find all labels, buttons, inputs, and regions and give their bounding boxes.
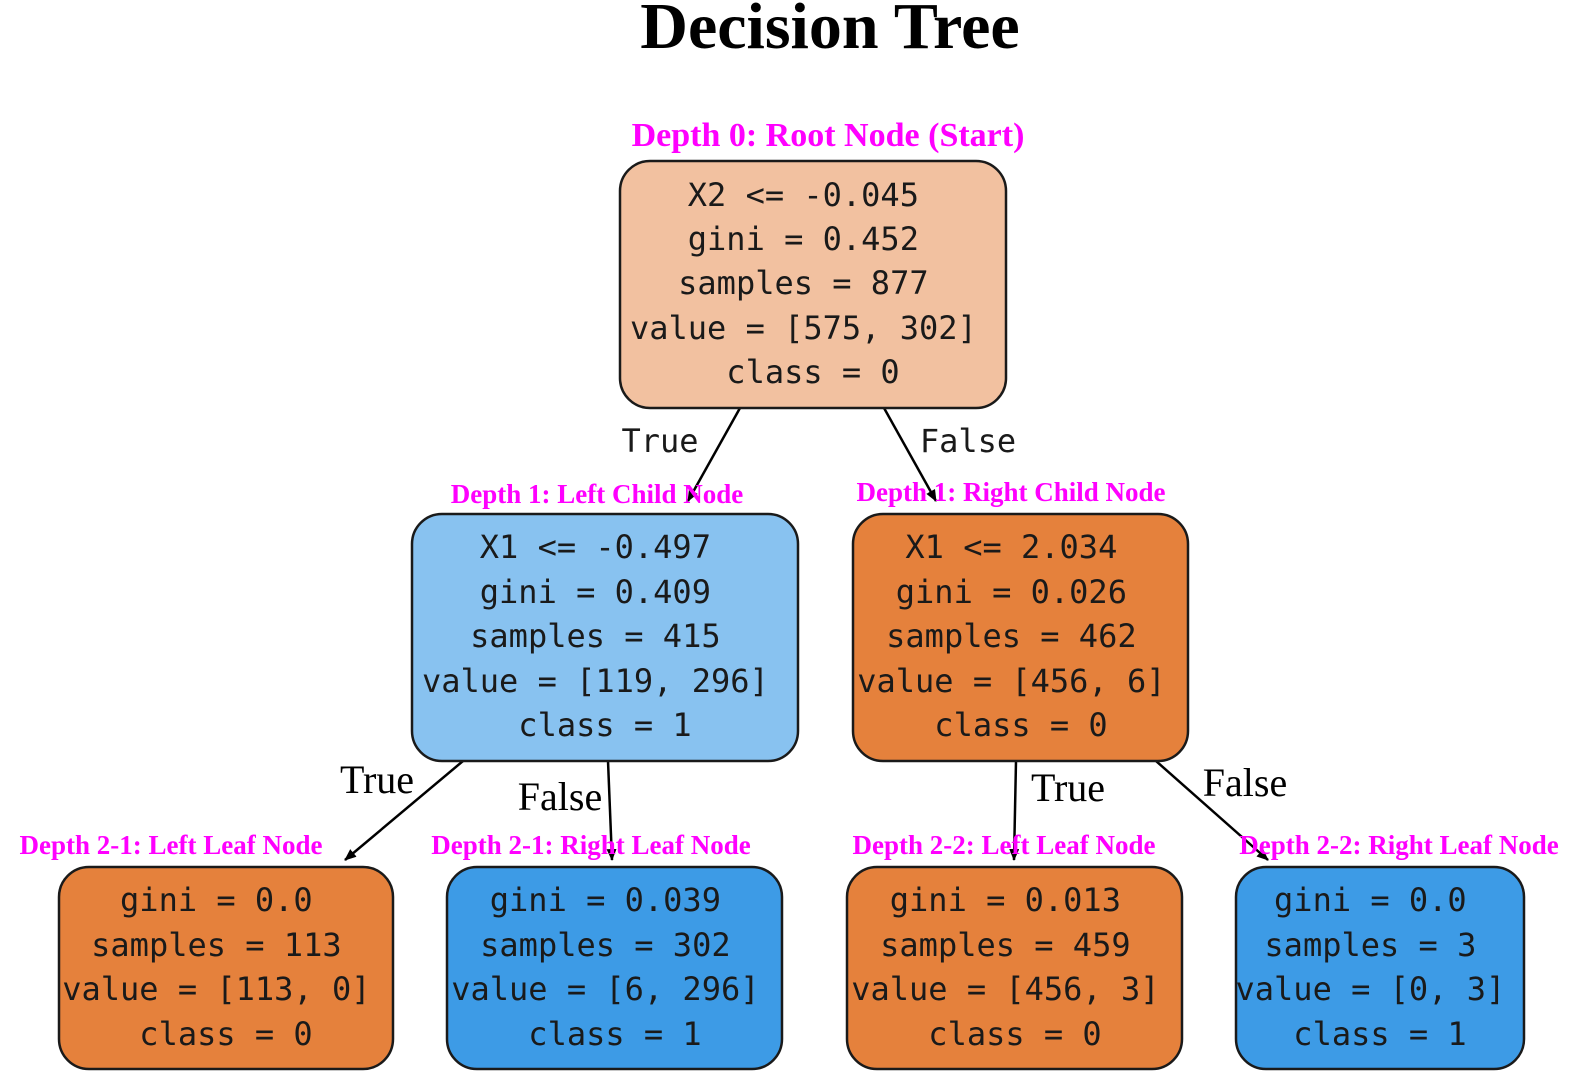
edge-root-to-left-child bbox=[686, 407, 742, 502]
leaf-2-gini: gini = 0.039 bbox=[490, 881, 721, 919]
leaf-node-2: gini = 0.039 samples = 302 value = [6, 2… bbox=[445, 865, 784, 1071]
right-child-gini: gini = 0.026 bbox=[896, 573, 1127, 611]
leaf-node-4-box bbox=[1234, 865, 1526, 1071]
depth-label-leaf-2: Depth 2-1: Right Leaf Node bbox=[431, 830, 750, 860]
leaf-3-class: class = 0 bbox=[928, 1015, 1101, 1053]
leaf-1-samples: samples = 113 bbox=[91, 926, 341, 964]
edge-label-root-false: False bbox=[920, 422, 1016, 460]
leaf-4-class: class = 1 bbox=[1293, 1015, 1466, 1053]
depth-label-leaf-1: Depth 2-1: Left Leaf Node bbox=[20, 830, 323, 860]
left-child-node: X1 <= -0.497 gini = 0.409 samples = 415 … bbox=[410, 512, 800, 763]
leaf-1-value: value = [113, 0] bbox=[62, 970, 370, 1008]
left-child-split: X1 <= -0.497 bbox=[480, 528, 711, 566]
leaf-node-1-text: gini = 0.0 samples = 113 value = [113, 0… bbox=[62, 881, 390, 1053]
left-child-node-text: X1 <= -0.497 gini = 0.409 samples = 415 … bbox=[422, 528, 788, 744]
edge-label-left-true: True bbox=[340, 757, 414, 802]
root-node-text: X2 <= -0.045 gini = 0.452 samples = 877 … bbox=[630, 176, 996, 391]
leaf-node-4: gini = 0.0 samples = 3 value = [0, 3] cl… bbox=[1234, 865, 1526, 1071]
edge-right-child-to-leaf-4 bbox=[1155, 760, 1269, 861]
edge-root-to-right-child bbox=[882, 407, 938, 502]
edge-label-root-true: True bbox=[621, 422, 698, 460]
leaf-node-2-text: gini = 0.039 samples = 302 value = [6, 2… bbox=[451, 881, 779, 1053]
edge-right-child-to-leaf-3 bbox=[1009, 760, 1020, 861]
depth-label-left-child: Depth 1: Left Child Node bbox=[451, 479, 744, 509]
edge-label-right-false: False bbox=[1203, 760, 1287, 805]
edges bbox=[344, 407, 1269, 861]
leaf-3-gini: gini = 0.013 bbox=[890, 881, 1121, 919]
leaf-node-3: gini = 0.013 samples = 459 value = [456,… bbox=[845, 865, 1184, 1071]
leaf-1-gini: gini = 0.0 bbox=[120, 881, 313, 919]
depth-label-leaf-3: Depth 2-2: Left Leaf Node bbox=[853, 830, 1156, 860]
leaf-node-2-box bbox=[445, 865, 784, 1071]
leaf-3-value: value = [456, 3] bbox=[851, 970, 1159, 1008]
root-node-gini: gini = 0.452 bbox=[688, 220, 919, 258]
right-child-node-box bbox=[851, 512, 1190, 763]
diagram-title: Decision Tree bbox=[640, 0, 1019, 63]
right-child-class: class = 0 bbox=[934, 706, 1107, 744]
leaf-node-1: gini = 0.0 samples = 113 value = [113, 0… bbox=[57, 865, 395, 1071]
depth-label-root: Depth 0: Root Node (Start) bbox=[632, 117, 1025, 154]
depth-label-leaf-4: Depth 2-2: Right Leaf Node bbox=[1239, 830, 1558, 860]
right-child-samples: samples = 462 bbox=[886, 617, 1136, 655]
leaf-node-3-box bbox=[845, 865, 1184, 1071]
left-child-samples: samples = 415 bbox=[470, 617, 720, 655]
root-node-class: class = 0 bbox=[726, 353, 899, 391]
root-node-samples: samples = 877 bbox=[678, 264, 928, 302]
leaf-4-value: value = [0, 3] bbox=[1236, 970, 1506, 1008]
leaf-4-gini: gini = 0.0 bbox=[1274, 881, 1467, 919]
right-child-value: value = [456, 6] bbox=[857, 662, 1165, 700]
leaf-node-4-text: gini = 0.0 samples = 3 value = [0, 3] cl… bbox=[1236, 881, 1525, 1053]
left-child-value: value = [119, 296] bbox=[422, 662, 769, 700]
leaf-node-1-box bbox=[57, 865, 395, 1071]
leaf-1-class: class = 0 bbox=[139, 1015, 312, 1053]
leaf-2-value: value = [6, 296] bbox=[451, 970, 759, 1008]
right-child-node-text: X1 <= 2.034 gini = 0.026 samples = 462 v… bbox=[857, 528, 1185, 744]
edge-label-right-true: True bbox=[1031, 765, 1105, 810]
leaf-4-samples: samples = 3 bbox=[1264, 926, 1476, 964]
leaf-node-3-text: gini = 0.013 samples = 459 value = [456,… bbox=[851, 881, 1179, 1053]
root-node-split: X2 <= -0.045 bbox=[688, 176, 919, 214]
root-node: X2 <= -0.045 gini = 0.452 samples = 877 … bbox=[618, 159, 1008, 410]
edge-left-child-to-leaf-1 bbox=[344, 760, 464, 861]
left-child-node-box bbox=[410, 512, 800, 763]
root-node-box bbox=[618, 159, 1008, 410]
leaf-3-samples: samples = 459 bbox=[880, 926, 1130, 964]
left-child-class: class = 1 bbox=[518, 706, 691, 744]
leaf-2-class: class = 1 bbox=[528, 1015, 701, 1053]
depth-label-right-child: Depth 1: Right Child Node bbox=[856, 477, 1165, 507]
root-node-value: value = [575, 302] bbox=[630, 309, 977, 347]
right-child-split: X1 <= 2.034 bbox=[905, 528, 1117, 566]
edge-left-child-to-leaf-2 bbox=[606, 760, 617, 861]
left-child-gini: gini = 0.409 bbox=[480, 573, 711, 611]
edge-label-left-false: False bbox=[518, 774, 602, 819]
right-child-node: X1 <= 2.034 gini = 0.026 samples = 462 v… bbox=[851, 512, 1190, 763]
leaf-2-samples: samples = 302 bbox=[480, 926, 730, 964]
